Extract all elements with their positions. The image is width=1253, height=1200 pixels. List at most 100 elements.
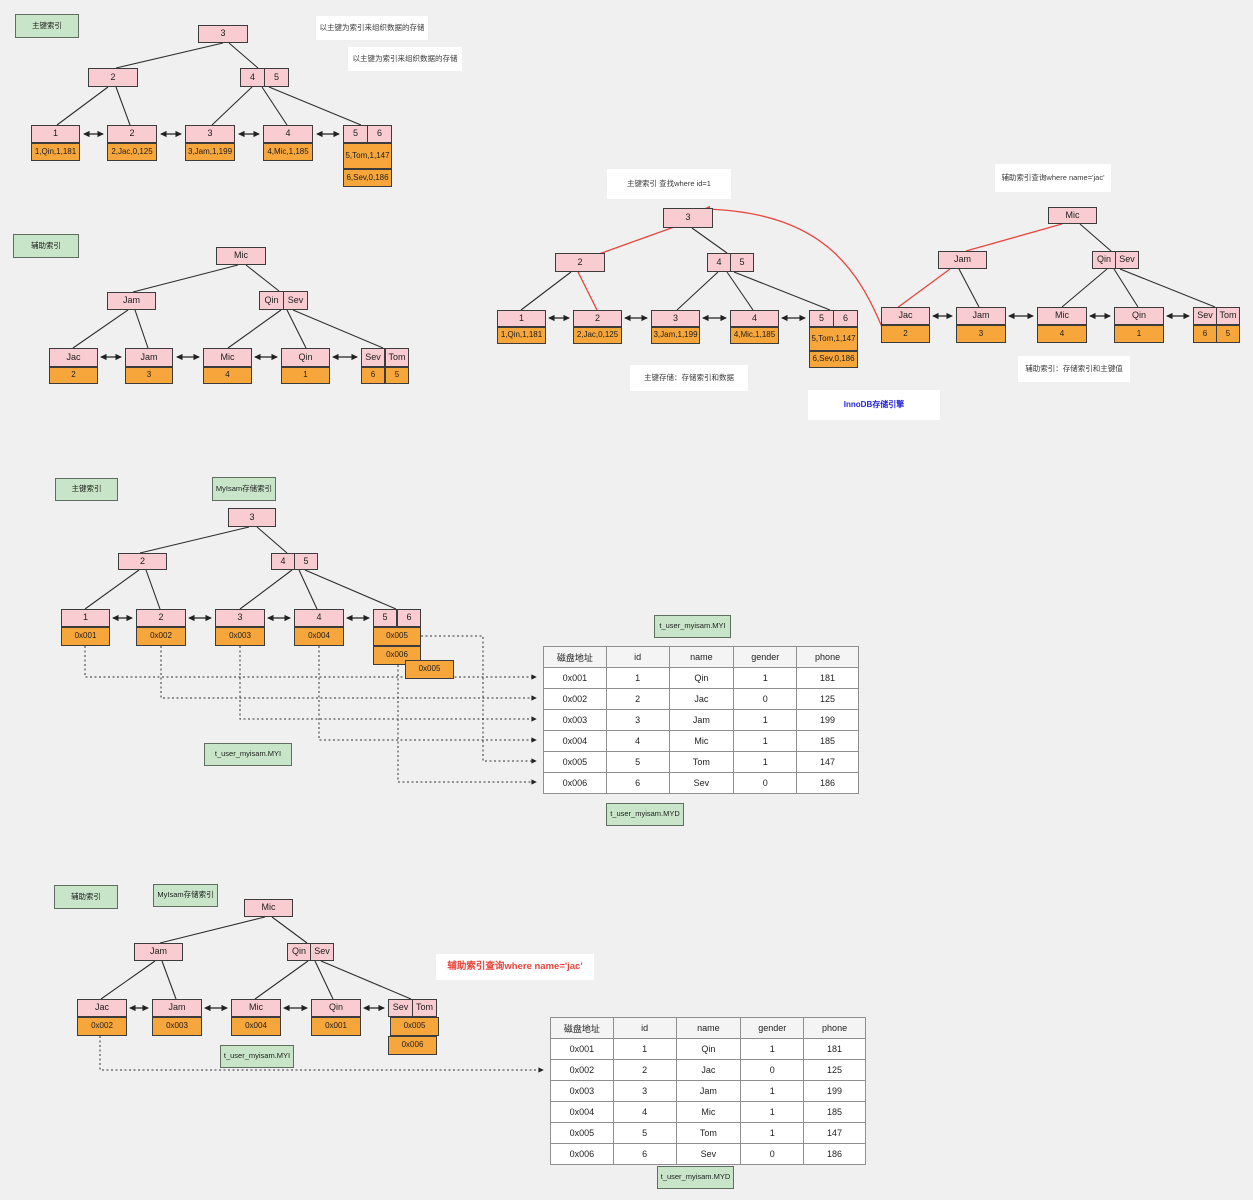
table-cell: 125	[796, 688, 859, 710]
t2-leaf-value: 2	[49, 367, 98, 384]
t3-leaf-key: 4	[730, 310, 779, 327]
t2-leaf-value: 5	[385, 367, 409, 384]
table-cell: 1	[733, 730, 798, 752]
table-cell: 147	[796, 751, 859, 773]
table-cell: Qin	[675, 1038, 742, 1060]
t1-node-4: 4	[240, 68, 265, 87]
table-cell: 1	[740, 1038, 805, 1060]
t2-leaf-key: Tom	[385, 348, 409, 367]
t3-node-2: 2	[555, 253, 605, 272]
disk-pointer-lines	[84, 635, 544, 1073]
table-header-cell: id	[612, 1017, 677, 1039]
table-cell: Sev	[675, 1143, 742, 1165]
table-cell: 5	[612, 1122, 677, 1144]
tag-myisam-secondary-index: 辅助索引	[54, 885, 118, 909]
table-cell: 0	[733, 772, 798, 794]
label-myi-file-table: t_user_myisam.MYI	[654, 615, 731, 638]
t2-leaf-value: 1	[281, 367, 330, 384]
t1-node-5: 5	[264, 68, 289, 87]
table-cell: 3	[612, 1080, 677, 1102]
table-cell: 0	[740, 1143, 805, 1165]
table-header-cell: phone	[796, 646, 859, 668]
note-primary-storage-2: 以主键为索引来组织数据的存储	[348, 47, 462, 71]
search-path-edges	[577, 205, 1063, 333]
t5-leaf-value: 0x004	[294, 627, 344, 646]
table-cell: Jam	[668, 709, 735, 731]
t5-leaf-value: 0x003	[215, 627, 265, 646]
label-primary-lookup: 主键索引 查找where id=1	[607, 169, 731, 199]
t3-leaf-key: 1	[497, 310, 546, 327]
table-cell: 1	[733, 667, 798, 689]
t1-leaf-key: 1	[31, 125, 80, 143]
t4-node-qin: Qin	[1092, 251, 1116, 269]
t3-node-5: 5	[730, 253, 754, 272]
table-header-cell: name	[675, 1017, 742, 1039]
t4-leaf-value: 1	[1114, 325, 1164, 343]
t2-leaf-value: 4	[203, 367, 252, 384]
table-cell: 5	[605, 751, 670, 773]
label-myd-file-1: t_user_myisam.MYD	[606, 803, 684, 826]
t3-leaf-key: 6	[833, 310, 858, 327]
table-header-cell: 磁盘地址	[550, 1017, 614, 1039]
tag-secondary-index: 辅助索引	[13, 234, 79, 258]
table-cell: 0x006	[543, 772, 607, 794]
label-secondary-query-red: 辅助索引查询where name='jac'	[436, 954, 594, 980]
t4-node-sev: Sev	[1115, 251, 1139, 269]
table-cell: 199	[803, 1080, 866, 1102]
t6-leaf-value: 0x003	[152, 1017, 202, 1036]
table-cell: 1	[605, 667, 670, 689]
t1-leaf-value: 3,Jam,1,199	[185, 143, 235, 161]
t6-leaf-key: Tom	[412, 999, 437, 1017]
table-cell: 1	[733, 709, 798, 731]
t6-leaf-key: Mic	[231, 999, 281, 1017]
t5-node-4: 4	[271, 553, 295, 570]
t6-leaf-key: Jam	[152, 999, 202, 1017]
t3-leaf-key: 2	[573, 310, 622, 327]
t6-leaf-value: 0x004	[231, 1017, 281, 1036]
label-primary-stores: 主键存储：存储索引和数据	[630, 365, 748, 391]
table-cell: 0x003	[550, 1080, 614, 1102]
table-cell: 6	[605, 772, 670, 794]
t1-leaf-value: 1,Qin,1,181	[31, 143, 80, 161]
table-cell: 0x004	[550, 1101, 614, 1123]
t2-leaf-key: Mic	[203, 348, 252, 367]
t3-leaf-key: 3	[651, 310, 700, 327]
table-cell: 0x003	[543, 709, 607, 731]
back-to-primary-arrow	[702, 205, 885, 333]
t1-leaf-value: 6,Sev,0,186	[343, 169, 392, 187]
table-cell: 147	[803, 1122, 866, 1144]
leaf-double-arrows	[83, 130, 1190, 1012]
table-header-cell: id	[605, 646, 670, 668]
t6-root: Mic	[244, 899, 293, 917]
label-secondary-lookup: 辅助索引查询where name='jac'	[995, 164, 1111, 192]
tree-edges	[56, 42, 1216, 1000]
t1-leaf-key: 4	[263, 125, 313, 143]
label-myi-file-tree: t_user_myisam.MYI	[204, 743, 292, 766]
t6-leaf-value: 0x002	[77, 1017, 127, 1036]
t1-leaf-value: 4,Mic,1,185	[263, 143, 313, 161]
table-cell: 0	[740, 1059, 805, 1081]
label-myd-file-2: t_user_myisam.MYD	[657, 1166, 734, 1189]
t5-leaf-value: 0x001	[61, 627, 110, 646]
t2-leaf-key: Jam	[125, 348, 173, 367]
t6-leaf-key: Sev	[388, 999, 413, 1017]
table-cell: 1	[740, 1122, 805, 1144]
t5-leaf-key: 3	[215, 609, 265, 627]
table-cell: 186	[803, 1143, 866, 1165]
tag-myisam-engine-2: MyIsam存储索引	[153, 884, 218, 907]
t1-node-2: 2	[88, 68, 138, 87]
table-cell: Tom	[668, 751, 735, 773]
t5-leaf-value: 0x002	[136, 627, 186, 646]
